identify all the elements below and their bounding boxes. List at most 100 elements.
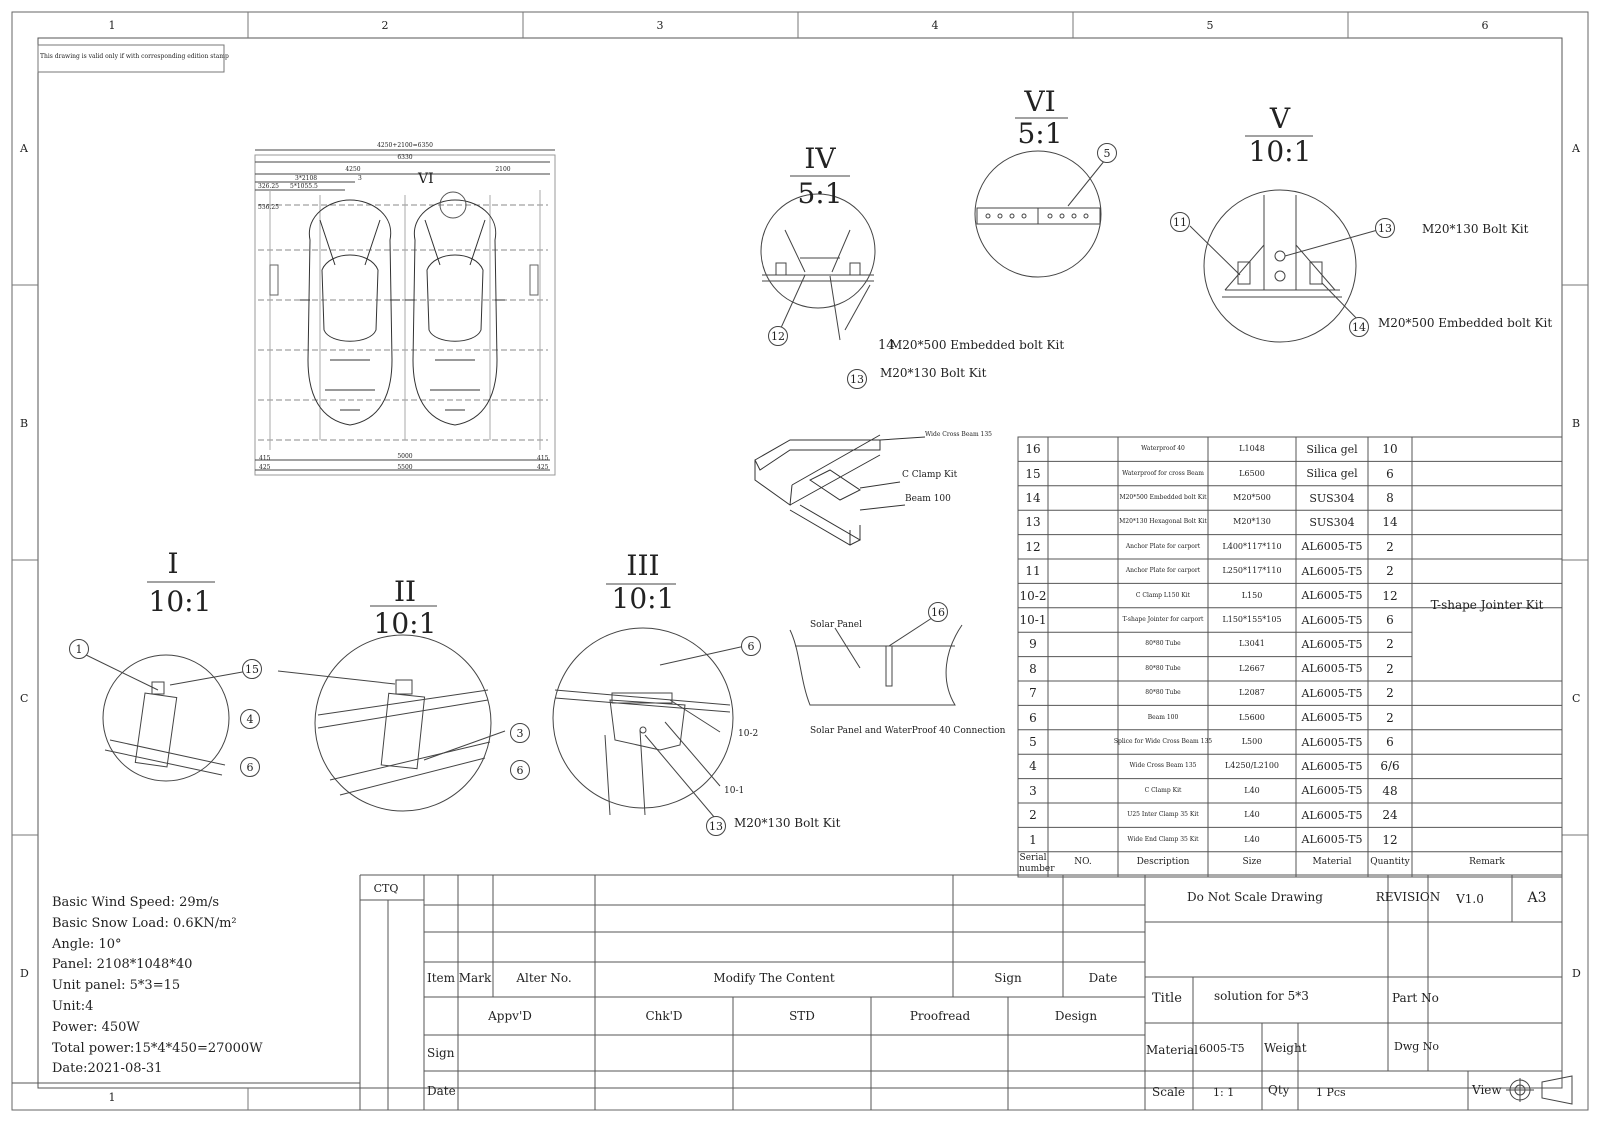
bom-cell-no: 14 [1025,491,1041,505]
title-block-lines [12,874,1562,1110]
bom-cell-qty: 2 [1386,661,1394,676]
grid-col-6: 6 [1481,19,1489,32]
bom-cell-qty: 6/6 [1380,759,1400,774]
connection-graphic [789,615,963,706]
tb-title-value: solution for 5*3 [1214,989,1309,1003]
bom-cell-qty: 6 [1386,735,1394,749]
bom-cell-no: 8 [1029,661,1037,676]
balloon-11: 11 [1170,212,1190,232]
plan-dim-r1: 415 [537,455,549,462]
plan-dim-left: 4250 [345,166,361,173]
bom-cell-no: 1 [1029,832,1037,847]
spec-list: Basic Wind Speed: 29m/s Basic Snow Load:… [52,893,263,1080]
bom-cell-desc: U25 Inter Clamp 35 Kit [1127,811,1199,819]
bom-cell-desc: Waterproof 40 [1141,445,1185,453]
bom-cell-mat: AL6005-T5 [1301,711,1363,725]
plan-dim-a: 3*2108 [295,175,318,182]
plan-dim-width: 6330 [397,154,413,161]
balloon-6-iii: 6 [741,636,761,656]
connection-caption: Solar Panel and WaterProof 40 Connection [810,726,1006,736]
bom-cell-desc: 80*80 Tube [1145,664,1181,672]
detail-v-title: V [1269,102,1291,135]
grid-row-c-right: C [1572,692,1581,705]
bom-cell-mat: AL6005-T5 [1301,564,1363,578]
bom-cell-desc: Anchor Plate for carport [1125,567,1201,575]
bom-cell-qty: 10 [1382,442,1398,457]
bom-header-no: NO. [1074,857,1092,867]
bom-cell-size: L6500 [1239,468,1265,478]
bom-cell-size: L4250/L2100 [1224,761,1280,771]
bom-cell-desc: Wide End Clamp 35 Kit [1127,835,1199,843]
bom-cell-desc: 80*80 Tube [1145,689,1181,697]
plan-dim-c: 326.25 [258,183,279,190]
connection-panel-label: Solar Panel [810,620,863,630]
spec-unit-panel: Unit panel: 5*3=15 [52,978,181,994]
bom-cell-mat: AL6005-T5 [1301,637,1363,651]
plan-dim-bottom1: 5000 [397,453,413,460]
bom-merged-remark: T-shape Jointer Kit [1430,598,1544,612]
label-10-1: 10-1 [724,786,745,796]
balloon-6-ii: 6 [510,760,530,780]
plan-dim-total: 4250+2100=6350 [377,142,433,149]
callout-v-14: M20*500 Embedded bolt Kit [1378,316,1553,330]
spec-angle: Angle: 10° [52,936,122,952]
bom-cell-size: M20*130 [1233,517,1271,527]
bom-cell-size: L5600 [1239,712,1265,722]
grid-row-a-right: A [1572,142,1580,155]
tb-scale-value: 1: 1 [1213,1086,1235,1099]
bom-cell-no: 9 [1029,637,1037,652]
bom-cell-size: L40 [1244,810,1260,820]
bom-cell-mat: AL6005-T5 [1301,735,1363,749]
bom-cell-no: 15 [1025,466,1041,481]
car-left [300,199,400,426]
iso-label-clamp: C Clamp Kit [902,470,958,480]
tb-design: Design [1054,1009,1098,1023]
bom-cell-size: L150*155*105 [1222,615,1282,624]
bom-cell-no: 12 [1025,539,1041,554]
tb-sign-row: Sign [427,1046,455,1060]
grid-col-4: 4 [931,19,939,32]
bom-cell-qty: 6 [1386,613,1394,627]
grid-row-a: A [20,142,28,155]
detail-i-title: I [167,547,179,580]
bom-cell-no: 7 [1029,686,1037,701]
bom-cell-mat: AL6005-T5 [1301,759,1363,773]
bom-row-lines [1018,460,1562,853]
bom-cell-size: L1048 [1239,444,1265,454]
tb-qty-value: 1 Pcs [1316,1086,1346,1099]
detail-v-scale: 10:1 [1248,135,1312,168]
bom-cell-mat: AL6005-T5 [1301,662,1363,676]
bom-cell-no: 2 [1029,808,1037,823]
bom-cell-size: L150 [1241,590,1263,600]
callout-iv-13: M20*130 Bolt Kit [880,366,987,380]
bom-cell-mat: AL6005-T5 [1301,613,1363,627]
tb-ctq: CTQ [373,882,399,895]
bom-cell-size: L500 [1241,737,1263,746]
detail-iv-scale: 5:1 [797,177,843,210]
isometric-beams [754,434,926,546]
plan-dim-small: 3 [358,175,362,182]
bom-cell-desc: Waterproof for cross Beam [1122,469,1204,477]
bom-cell-qty: 2 [1386,564,1394,579]
plan-marker-vi: VI [418,171,434,187]
detail-iv-graphic [760,175,876,341]
detail-ii-scale: 10:1 [373,607,437,640]
detail-vi-graphic [974,117,1106,278]
bom-cell-size: L400*117*110 [1222,541,1282,551]
balloon-1: 1 [69,639,89,659]
bom-cell-no: 6 [1029,710,1037,725]
spec-total-power: Total power:15*4*450=27000W [52,1040,263,1056]
bom-cell-mat: SUS304 [1309,515,1355,529]
tb-view: View [1472,1083,1502,1097]
bom-cell-desc: M20*130 Hexagonal Bolt Kit [1119,518,1207,526]
balloon-5: 5 [1097,143,1117,163]
tb-revision: REVISION [1375,890,1441,904]
balloon-4: 4 [240,709,260,729]
tb-weight: Weight [1264,1041,1307,1055]
spec-snow: Basic Snow Load: 0.6KN/m² [52,915,237,931]
bom-cell-qty: 24 [1382,808,1398,823]
grid-row-b-right: B [1572,417,1581,430]
tb-item: Item [426,971,456,985]
callout-v-13: M20*130 Bolt Kit [1422,222,1529,236]
